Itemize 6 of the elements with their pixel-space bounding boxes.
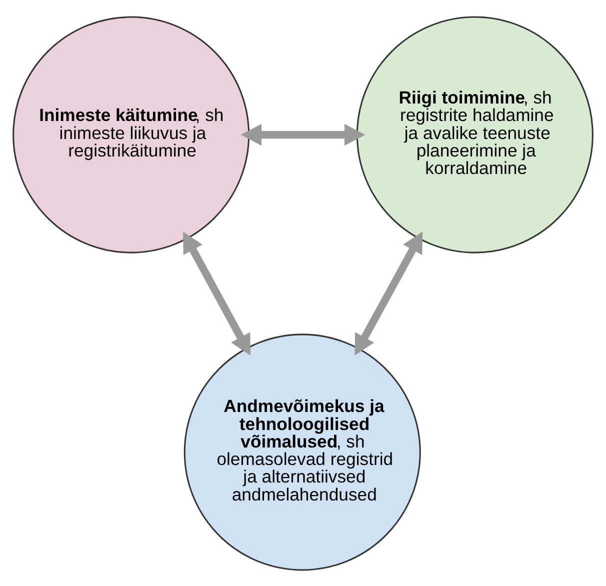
arrow bbox=[240, 123, 366, 146]
node-circle: Inimeste käitumine, sh inimeste liikuvus ja registrikäitumine bbox=[12, 16, 250, 253]
arrow bbox=[354, 231, 423, 356]
arrow bbox=[183, 231, 250, 356]
node-circle: Andmevõimekus ja tehnoloogilised võimalused, sh olemasolevad registrid ja alternatiivsed andmelahendused bbox=[184, 333, 421, 570]
node-circle: Riigi toimimine, sh registrite haldamine ja avalike teenuste planeerimine ja korraldamine bbox=[356, 16, 594, 253]
